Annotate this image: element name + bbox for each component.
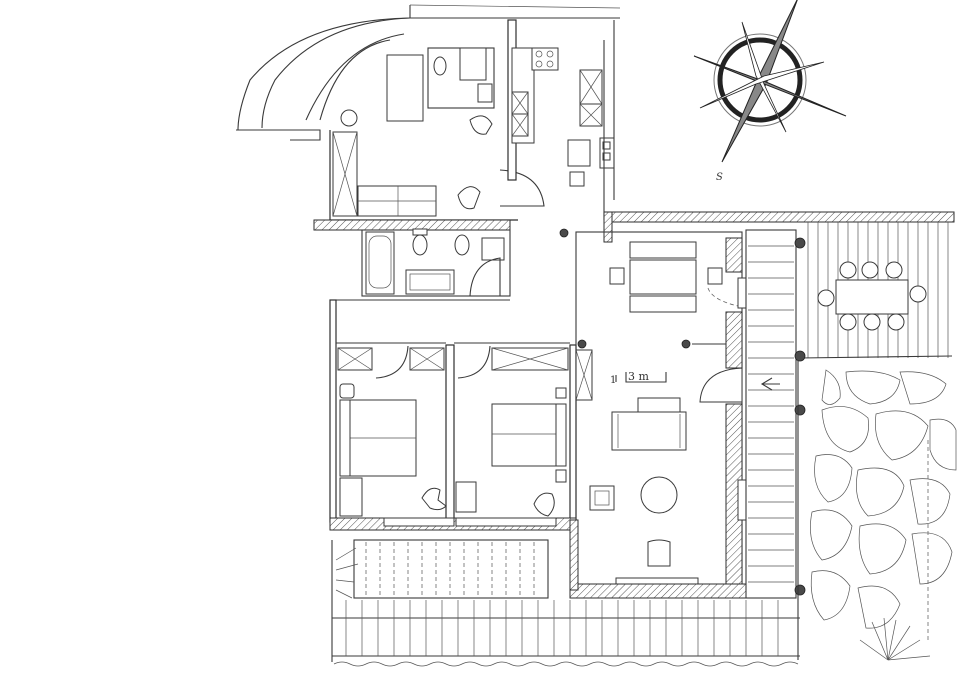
hatched-wall (313, 219, 511, 231)
curved-terrace (236, 4, 621, 141)
bench (629, 295, 697, 313)
desk (455, 481, 477, 513)
stool (569, 171, 585, 187)
sink (340, 109, 358, 127)
room-living-dining: 1 3 m (575, 231, 743, 593)
toilet (412, 234, 428, 256)
hedge-line (333, 661, 799, 667)
dining-table (629, 259, 697, 295)
chair (887, 313, 905, 331)
round-table (640, 476, 678, 514)
chair (861, 261, 879, 279)
chair (863, 313, 881, 331)
pergola-terrace (799, 222, 953, 359)
entry-arrow-icon (760, 377, 780, 391)
column (794, 237, 806, 249)
hatched-wall (603, 211, 613, 243)
bidet (454, 234, 470, 256)
shower-tray (459, 47, 487, 81)
chair (909, 285, 927, 303)
chair (609, 267, 625, 285)
bathtub (365, 231, 395, 295)
stove (531, 47, 559, 71)
chair (839, 261, 857, 279)
room-bedroom-west (329, 299, 455, 523)
washer (481, 237, 505, 261)
chair (839, 313, 857, 331)
chair (817, 289, 835, 307)
double-sink (405, 269, 455, 295)
column (559, 228, 569, 238)
room-bedroom-north (329, 54, 545, 221)
cabinet (339, 477, 363, 517)
chair (469, 115, 493, 135)
column (794, 404, 806, 416)
bench (629, 241, 697, 259)
kitchen-table (567, 139, 591, 167)
plant-icon (335, 547, 931, 661)
chair (707, 267, 723, 285)
scale-prefix: 1 (610, 375, 616, 386)
toilet (433, 56, 447, 76)
chair (885, 261, 903, 279)
terrace-table (835, 279, 909, 315)
chair (421, 487, 447, 511)
room-bathroom (336, 228, 511, 301)
column (681, 339, 691, 349)
room-shower (427, 47, 495, 109)
south-terrace (331, 539, 931, 667)
column (794, 584, 806, 596)
armchair (647, 539, 671, 567)
bed (491, 403, 557, 467)
compass-south-label: S (716, 172, 723, 183)
coffee-table (637, 397, 681, 413)
column (577, 339, 587, 349)
hatched-wall (603, 211, 955, 223)
room-bedroom-east (454, 342, 593, 521)
chair (457, 186, 481, 210)
room-kitchen (507, 19, 615, 220)
sofa (611, 411, 687, 451)
entrance-walkway (745, 229, 797, 599)
sink (477, 83, 493, 103)
armchair (589, 485, 615, 511)
armchair (533, 492, 555, 517)
entrance-door (699, 367, 743, 403)
stone-patio (797, 360, 957, 660)
column (794, 350, 806, 362)
bed (386, 54, 424, 122)
compass-rose-icon: S (693, 0, 847, 183)
scale-bar-label: 3 m (628, 370, 649, 383)
